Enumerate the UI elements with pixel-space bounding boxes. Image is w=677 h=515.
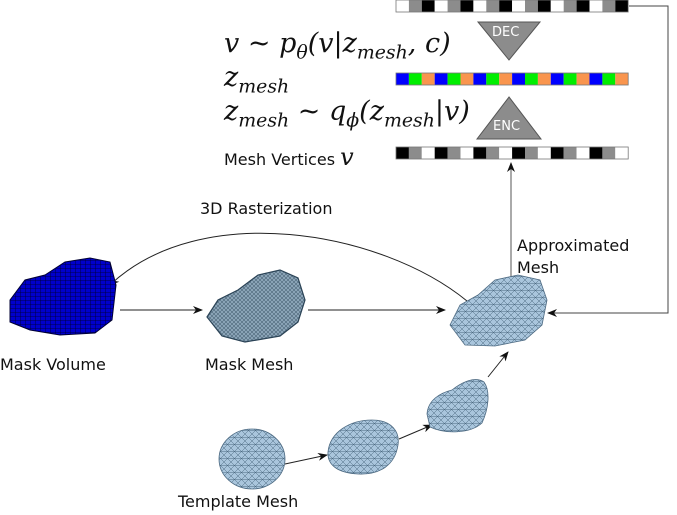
template-mesh-shape bbox=[218, 428, 286, 490]
vector-cell bbox=[602, 147, 616, 159]
vector-border bbox=[395, 72, 629, 86]
rasterization-arrow bbox=[109, 232, 468, 302]
vector-cell bbox=[576, 73, 590, 85]
mesh-vertices-variable: v bbox=[340, 143, 354, 171]
template-to-stage2-arrow bbox=[284, 452, 328, 465]
vector-cell bbox=[589, 0, 603, 12]
decoder-block bbox=[476, 21, 542, 61]
vector-cell bbox=[486, 0, 500, 12]
vector-cell bbox=[460, 147, 474, 159]
vector-cell bbox=[512, 73, 525, 85]
vector-cell bbox=[550, 0, 564, 12]
vector-cell bbox=[576, 0, 590, 12]
approximated-mesh-label: Approximated Mesh bbox=[517, 236, 630, 277]
encoder-equation: zmesh ~ qϕ(zmesh|v) bbox=[224, 96, 470, 132]
vector-cell bbox=[537, 147, 551, 159]
output-vertices-vector bbox=[395, 0, 629, 13]
vector-cell bbox=[473, 147, 487, 159]
input-vertices-vector bbox=[395, 146, 629, 160]
vector-cell bbox=[408, 0, 422, 12]
vector-cell bbox=[447, 73, 461, 85]
vector-cell bbox=[434, 147, 448, 159]
vector-border bbox=[395, 146, 629, 160]
decoder-label: DEC bbox=[492, 25, 520, 40]
vector-cell bbox=[434, 73, 448, 85]
vector-cell bbox=[408, 73, 422, 85]
vector-cell bbox=[525, 73, 538, 85]
vector-cell bbox=[576, 147, 590, 159]
vector-cell bbox=[537, 0, 551, 12]
vector-cell bbox=[615, 0, 629, 12]
vector-cell bbox=[396, 73, 409, 85]
vector-cell bbox=[396, 0, 409, 12]
vector-cell bbox=[602, 0, 616, 12]
mesh-vertices-label: Mesh Vertices v bbox=[224, 143, 354, 171]
vector-cell bbox=[486, 73, 500, 85]
encoder-label: ENC bbox=[493, 119, 521, 134]
vector-cell bbox=[499, 73, 513, 85]
vector-cell bbox=[421, 73, 435, 85]
latent-variable: zmesh bbox=[224, 62, 290, 98]
vector-cell bbox=[512, 0, 525, 12]
vector-cell bbox=[473, 0, 487, 12]
vector-cell bbox=[408, 147, 422, 159]
vector-cell bbox=[563, 0, 577, 12]
vector-cell bbox=[434, 0, 448, 12]
vector-cell bbox=[550, 147, 564, 159]
vector-cell bbox=[396, 147, 409, 159]
vector-cell bbox=[563, 147, 577, 159]
mask-volume-voxels bbox=[9, 257, 117, 336]
template-mesh-label: Template Mesh bbox=[178, 492, 299, 511]
vector-cell bbox=[563, 73, 577, 85]
feedback-connector bbox=[547, 5, 669, 317]
intermediate-mesh-1 bbox=[327, 419, 399, 475]
vector-cell bbox=[486, 147, 500, 159]
mask-mesh-label: Mask Mesh bbox=[205, 355, 294, 374]
vector-cell bbox=[473, 73, 487, 85]
vector-cell bbox=[512, 147, 525, 159]
stage2-to-stage3-arrow bbox=[398, 424, 433, 440]
vector-cell bbox=[460, 0, 474, 12]
vector-cell bbox=[525, 0, 538, 12]
vector-border bbox=[395, 0, 629, 13]
vector-cell bbox=[447, 0, 461, 12]
vector-cell bbox=[421, 147, 435, 159]
stage3-to-approx-arrow bbox=[487, 351, 509, 378]
vector-cell bbox=[602, 73, 616, 85]
vector-cell bbox=[525, 147, 538, 159]
vector-cell bbox=[589, 73, 603, 85]
decoder-equation: v ~ pθ(v|zmesh, c) bbox=[224, 28, 451, 64]
rasterization-label: 3D Rasterization bbox=[200, 199, 333, 218]
vector-cell bbox=[460, 73, 474, 85]
mask-volume-label: Mask Volume bbox=[0, 355, 106, 374]
intermediate-mesh-2 bbox=[426, 379, 489, 433]
vector-cell bbox=[550, 73, 564, 85]
approximated-mesh-shape bbox=[449, 274, 548, 347]
vector-cell bbox=[499, 0, 513, 12]
vector-cell bbox=[537, 73, 551, 85]
vector-cell bbox=[615, 73, 629, 85]
vector-cell bbox=[589, 147, 603, 159]
encoder-block bbox=[475, 96, 543, 140]
vector-cell bbox=[615, 147, 629, 159]
vector-cell bbox=[499, 147, 513, 159]
mask-mesh-shape bbox=[206, 269, 306, 343]
latent-vector bbox=[395, 72, 629, 86]
vector-cell bbox=[421, 0, 435, 12]
vector-cell bbox=[447, 147, 461, 159]
